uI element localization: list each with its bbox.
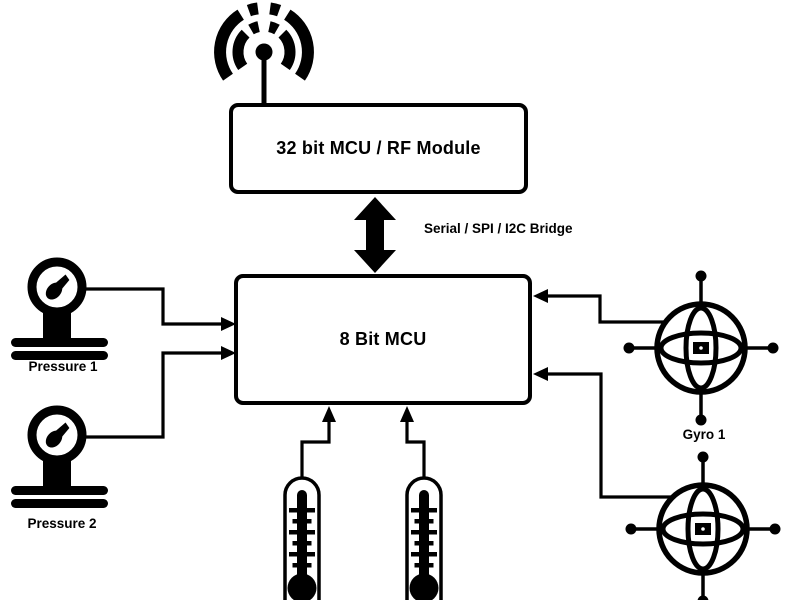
wire-thermo1-to-mcu (300, 422, 331, 478)
arrowhead (400, 406, 414, 422)
arrowhead (221, 317, 236, 331)
mcu-8bit-block: 8 Bit MCU (234, 274, 532, 405)
wire-thermo2-to-mcu (405, 422, 426, 478)
arrowhead (533, 367, 548, 381)
wire-gyro2-to-mcu (548, 372, 672, 499)
arrowhead (221, 346, 236, 360)
arrowhead (322, 406, 336, 422)
bridge-label: Serial / SPI / I2C Bridge (424, 221, 573, 236)
pressure-gauge-icon (11, 410, 108, 508)
arrowhead (533, 289, 548, 303)
rf-antenna-icon (214, 2, 314, 106)
wire-pressure1-to-mcu (86, 287, 222, 326)
thermometer-icon (283, 476, 321, 600)
gyroscope-icon (626, 452, 781, 600)
wire-gyro1-to-mcu (548, 294, 665, 324)
thermometer-icon (405, 476, 443, 600)
mcu-8bit-label: 8 Bit MCU (339, 329, 427, 349)
rf-module-block: 32 bit MCU / RF Module (229, 103, 528, 194)
rf-module-label: 32 bit MCU / RF Module (276, 138, 481, 158)
pressure2-label: Pressure 2 (27, 516, 97, 531)
bridge-double-arrow (354, 197, 396, 273)
gyro1-label: Gyro 1 (682, 427, 726, 442)
pressure1-label: Pressure 1 (28, 359, 98, 374)
wire-pressure2-to-mcu (86, 351, 222, 439)
gyroscope-icon (624, 271, 779, 426)
pressure-gauge-icon (11, 262, 108, 360)
